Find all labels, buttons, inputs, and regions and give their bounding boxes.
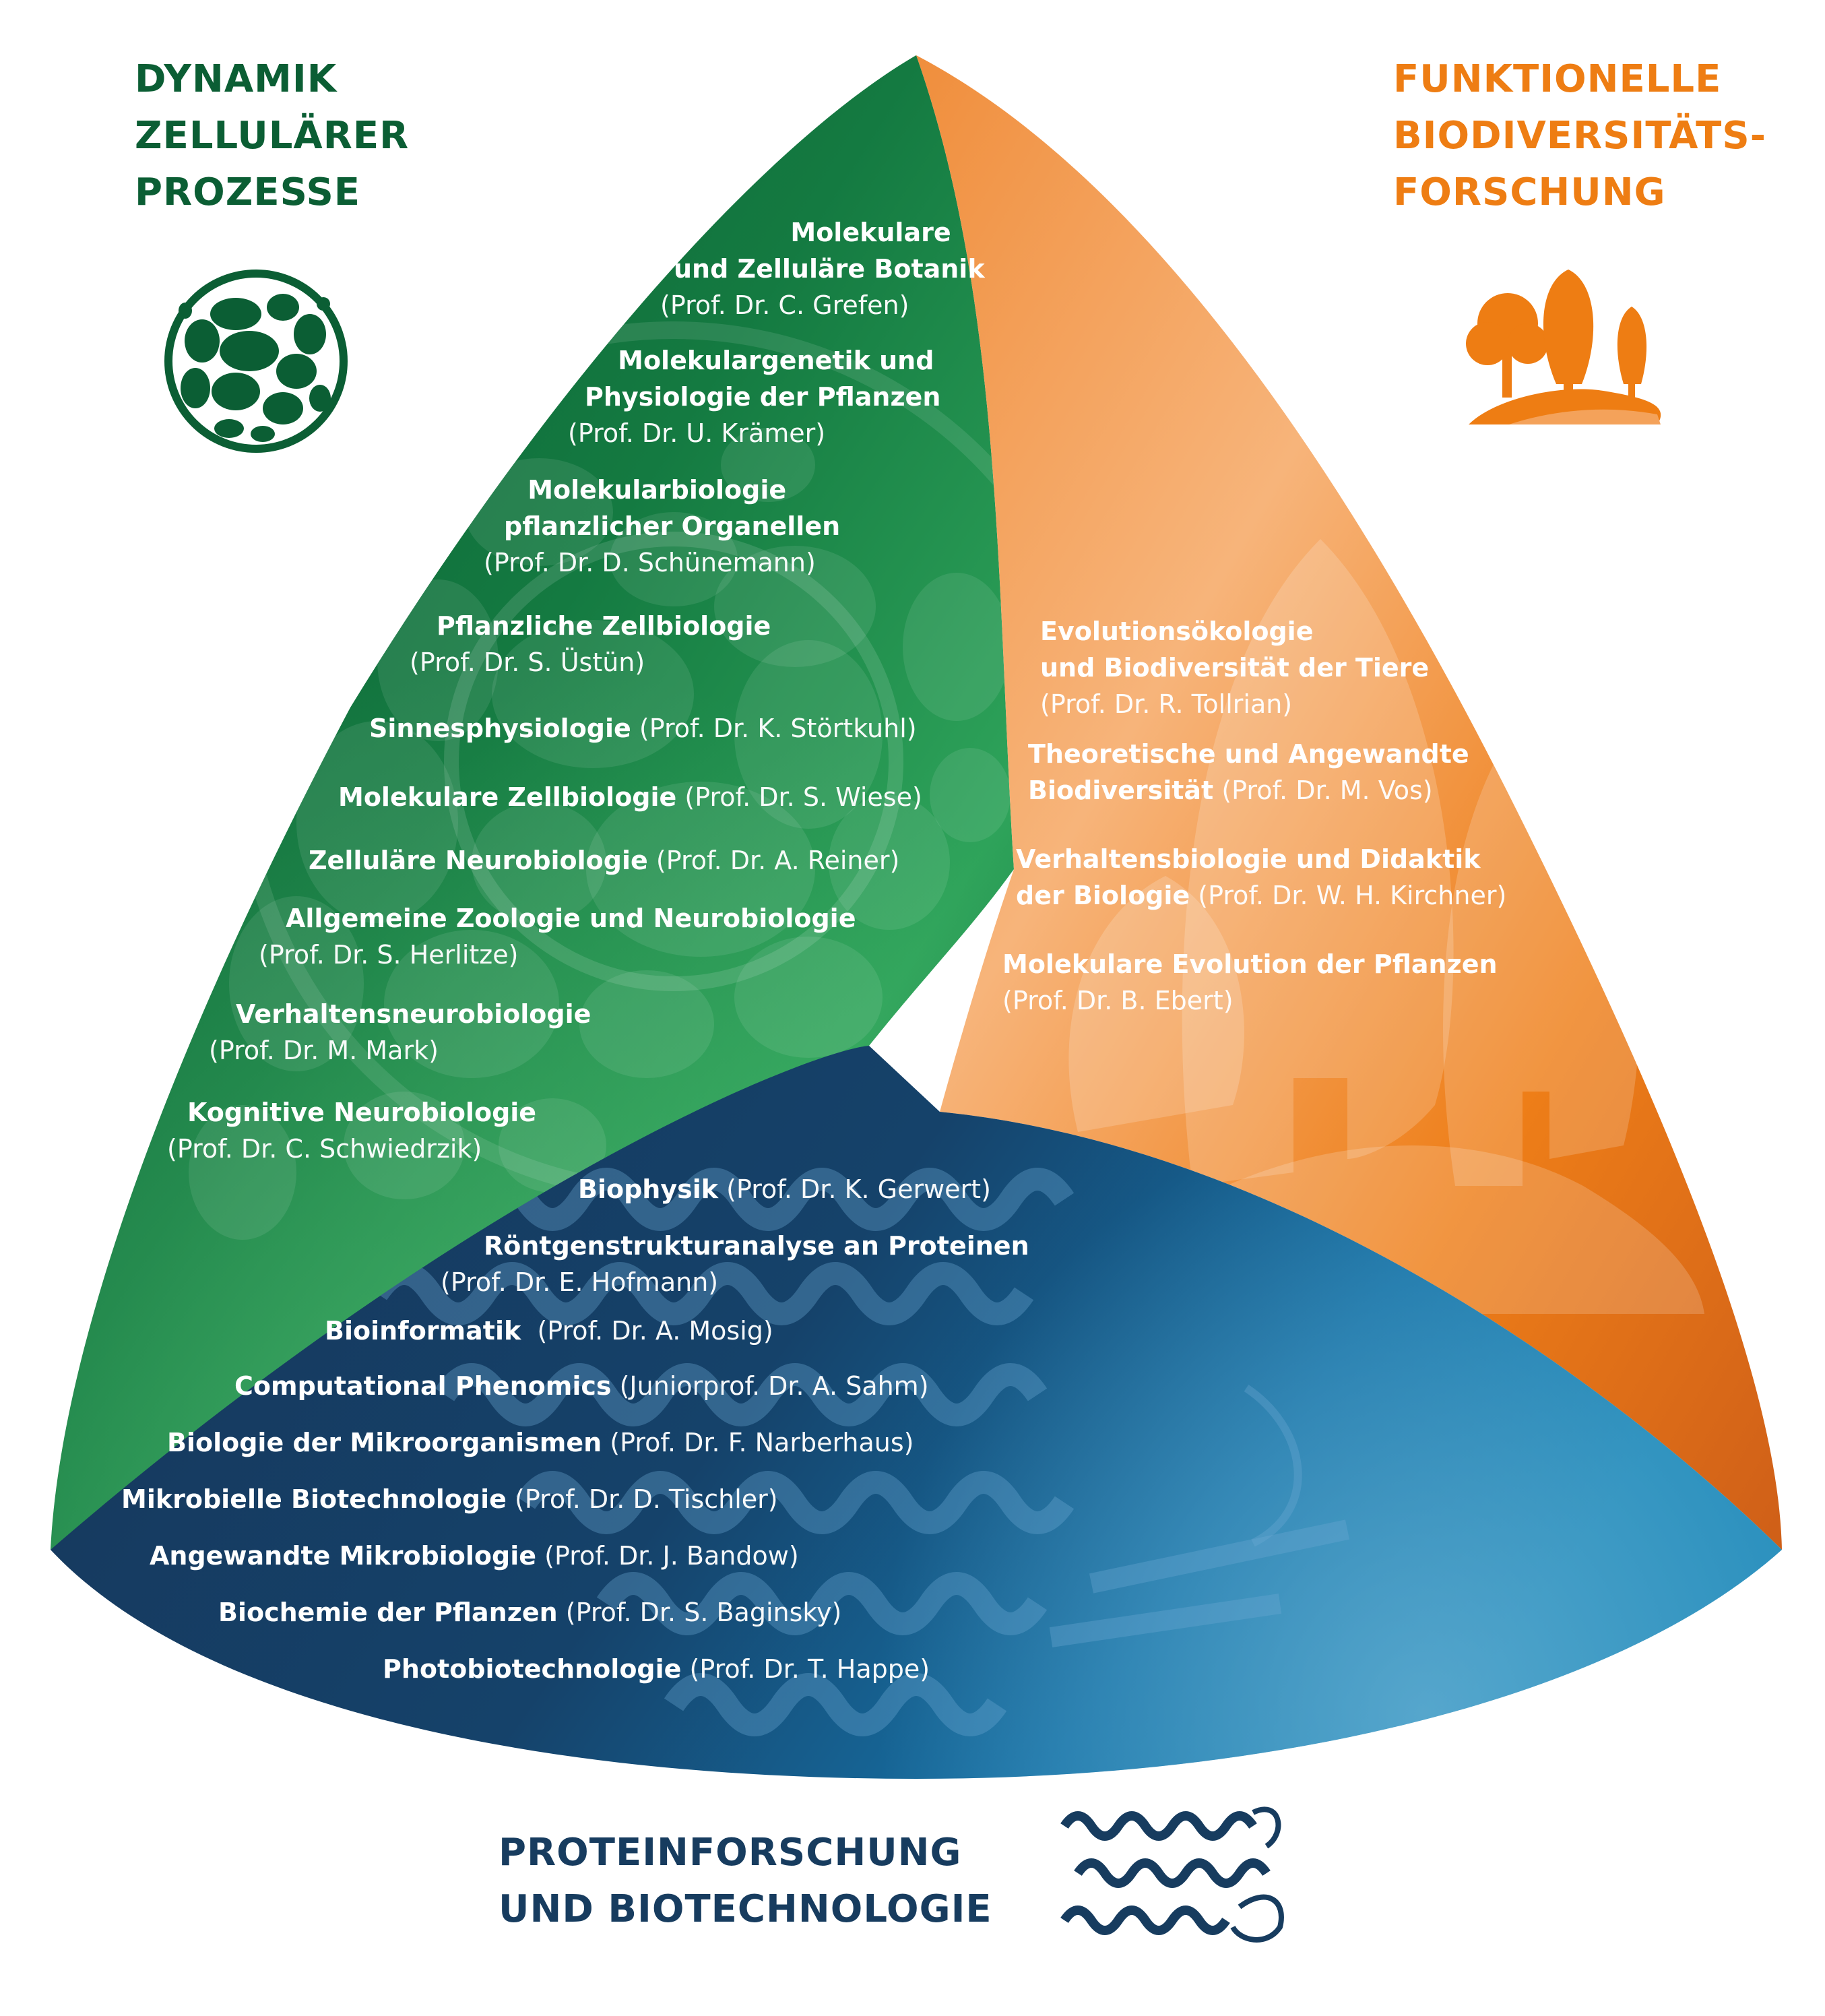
title-line: ZELLULÄRER — [135, 114, 410, 158]
segment-title-biodiversity: FUNKTIONELLE BIODIVERSITÄTS- FORSCHUNG — [1393, 51, 1766, 221]
title-line: FUNKTIONELLE — [1393, 57, 1722, 101]
protein-ribbon-background — [367, 1168, 1350, 1736]
title-line: UND BIOTECHNOLOGIE — [499, 1887, 992, 1931]
trees-landscape-icon — [1466, 270, 1661, 424]
title-line: PROTEINFORSCHUNG — [499, 1831, 962, 1875]
segment-title-cellular-dynamics: DYNAMIK ZELLULÄRER PROZESSE — [135, 51, 409, 221]
title-line: BIODIVERSITÄTS- — [1393, 114, 1766, 158]
cell-vesicles-icon — [164, 270, 348, 453]
title-line: DYNAMIK — [135, 57, 338, 101]
segment-title-protein-research: PROTEINFORSCHUNG UND BIOTECHNOLOGIE — [499, 1825, 992, 1938]
cell-bubbles-background — [189, 321, 1014, 1240]
title-line: PROZESSE — [135, 170, 361, 214]
title-line: FORSCHUNG — [1393, 170, 1666, 214]
protein-helix-icon — [1060, 1806, 1284, 1943]
